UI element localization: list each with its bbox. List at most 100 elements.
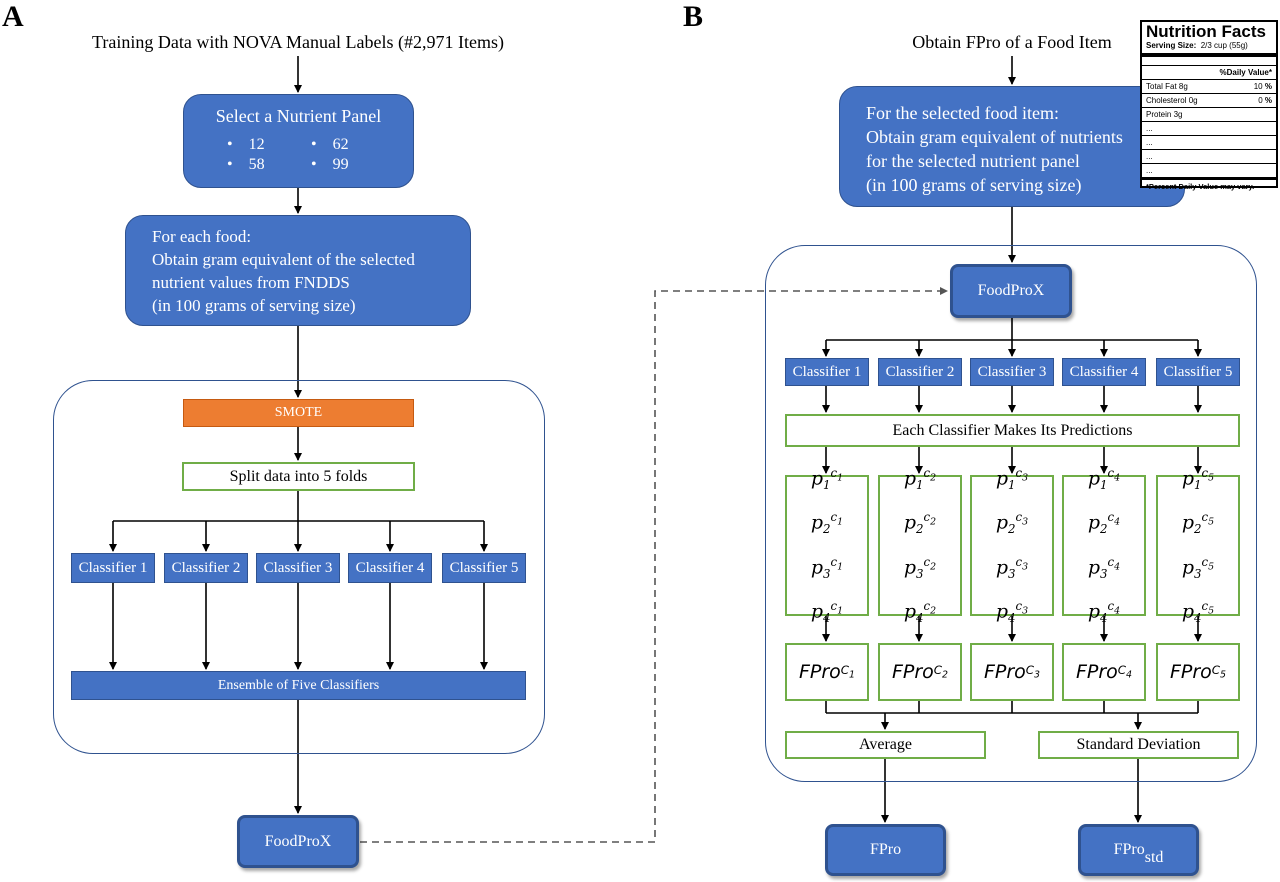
selected-item-box: For the selected food item: Obtain gram … xyxy=(839,86,1185,207)
prob-classifier-letter: c xyxy=(1015,510,1023,525)
prob-symbol: p xyxy=(903,599,917,622)
prob-symbol: p xyxy=(1087,511,1101,534)
prob-entry: p1c2 xyxy=(904,457,936,501)
fpro-classifier: C3 xyxy=(1026,663,1040,680)
b-classifier-5: Classifier 5 xyxy=(1156,358,1240,386)
fpro-classifier: C4 xyxy=(1118,663,1132,680)
prob-index: 4 xyxy=(1194,610,1202,625)
prob-classifier-letter: c xyxy=(1201,598,1209,613)
fpro-classifier-letter: C xyxy=(840,663,850,678)
prob-classifier-letter: c xyxy=(1107,554,1115,569)
nutrition-row-pct: % xyxy=(1264,82,1272,91)
std-dev-box: Standard Deviation xyxy=(1038,731,1239,759)
prob-classifier: c3 xyxy=(1016,466,1029,483)
prob-classifier: c2 xyxy=(924,599,937,616)
prob-entry: p4c5 xyxy=(1182,590,1214,634)
prob-entry: p3c2 xyxy=(904,546,936,590)
nutrition-facts-label: Nutrition Facts Serving Size: 2/3 cup (5… xyxy=(1140,20,1278,191)
fpro-classifier-letter: C xyxy=(1211,663,1221,678)
prob-entry: p2c5 xyxy=(1182,501,1214,545)
prob-entry: p4c1 xyxy=(811,590,843,634)
prob-entry: p3c5 xyxy=(1182,546,1214,590)
prob-symbol: p xyxy=(810,555,824,578)
prob-classifier-letter: c xyxy=(830,466,838,481)
nutrition-row-label: Total Fat 8g xyxy=(1146,82,1188,91)
training-frame xyxy=(53,380,545,754)
nutrient-option: 99 xyxy=(332,156,349,173)
prob-classifier-index: 2 xyxy=(930,560,937,572)
prob-entry: p4c2 xyxy=(904,590,936,634)
prob-index: 3 xyxy=(823,566,831,581)
prob-classifier: c3 xyxy=(1016,599,1029,616)
prob-classifier-letter: c xyxy=(1107,510,1115,525)
serving-size: Serving Size: 2/3 cup (55g) xyxy=(1142,41,1276,57)
prob-index: 1 xyxy=(823,478,831,493)
prob-classifier-index: 5 xyxy=(1208,516,1215,528)
prob-classifier-letter: c xyxy=(1107,598,1115,613)
prob-symbol: p xyxy=(903,511,917,534)
b-classifier-1: Classifier 1 xyxy=(785,358,869,386)
fpro-classifier-index: 2 xyxy=(942,669,949,681)
a-classifier-1: Classifier 1 xyxy=(71,553,155,583)
ensemble-box: Ensemble of Five Classifiers xyxy=(71,671,526,700)
panel-a-title: Training Data with NOVA Manual Labels (#… xyxy=(92,32,504,52)
prob-classifier-letter: c xyxy=(923,510,931,525)
prob-symbol: p xyxy=(1181,599,1195,622)
b-classifier-4: Classifier 4 xyxy=(1062,358,1146,386)
prob-index: 3 xyxy=(1194,566,1202,581)
fpro-classifier-index: 5 xyxy=(1220,669,1227,681)
nutrition-row: ... xyxy=(1142,164,1276,180)
prob-classifier-letter: c xyxy=(1201,510,1209,525)
prob-entry: p1c5 xyxy=(1182,457,1214,501)
fpro-classifier-letter: C xyxy=(1117,663,1127,678)
prob-index: 3 xyxy=(1008,566,1016,581)
nutrition-row-label: ... xyxy=(1146,152,1153,161)
prob-classifier-index: 5 xyxy=(1208,560,1215,572)
prob-classifier-letter: c xyxy=(830,510,838,525)
selected-item-line: Obtain gram equivalent of nutrients xyxy=(866,127,1123,147)
prob-symbol: p xyxy=(1087,467,1101,490)
fpro-classifier: C1 xyxy=(841,663,855,680)
prob-symbol: p xyxy=(903,467,917,490)
b-classifier-3: Classifier 3 xyxy=(970,358,1054,386)
prob-classifier-letter: c xyxy=(1015,554,1023,569)
prob-classifier: c3 xyxy=(1015,510,1029,527)
prob-classifier-index: 4 xyxy=(1114,472,1121,484)
prob-symbol: p xyxy=(1087,599,1101,622)
prob-classifier-letter: c xyxy=(923,554,931,569)
prob-classifier: c4 xyxy=(1107,598,1121,616)
selected-item-line: For the selected food item: xyxy=(866,103,1059,123)
nutrition-row: ... xyxy=(1142,122,1276,136)
prob-index: 1 xyxy=(1008,478,1016,493)
prob-symbol: p xyxy=(1087,555,1101,578)
each-food-line: nutrient values from FNDDS xyxy=(152,273,350,292)
prob-index: 1 xyxy=(1100,478,1108,493)
prob-classifier-letter: c xyxy=(830,598,838,613)
prob-classifier-letter: c xyxy=(923,466,931,481)
prob-classifier: c2 xyxy=(923,466,937,483)
prob-classifier: c4 xyxy=(1108,466,1121,483)
nutrition-row: Protein 3g xyxy=(1142,108,1276,122)
fpro-std-sub: std xyxy=(1144,849,1164,866)
fpro-classifier: C2 xyxy=(934,663,948,680)
prob-entry: p1c1 xyxy=(811,457,843,501)
each-food-line: (in 100 grams of serving size) xyxy=(152,296,356,315)
prob-classifier-index: 2 xyxy=(930,516,937,528)
foodprox-model-b: FoodProX xyxy=(950,264,1072,318)
prob-classifier-index: 3 xyxy=(1022,472,1029,484)
nutrition-row-value: 0 xyxy=(1258,96,1263,105)
prob-classifier-index: 2 xyxy=(930,472,937,484)
nutrition-row-label: ... xyxy=(1146,166,1153,175)
prob-index: 4 xyxy=(823,610,831,625)
prob-entry: p2c3 xyxy=(996,501,1028,545)
prob-classifier-index: 1 xyxy=(837,604,844,616)
